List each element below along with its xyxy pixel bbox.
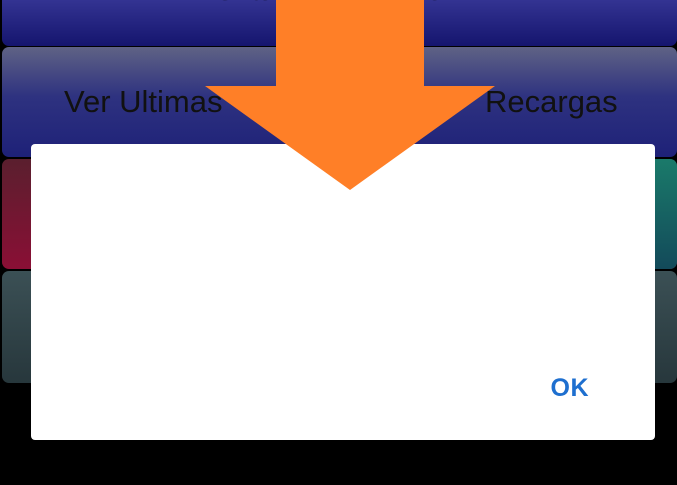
ventas-button-label: Ventas Realizacion (197, 0, 461, 8)
ventas-button[interactable]: Ventas Realizacion (2, 0, 677, 46)
ver-ultimas-recargas-button[interactable]: Ver Ultimas Recargas (2, 47, 677, 157)
recargas-label: Recargas (485, 84, 618, 119)
ver-ultimas-label: Ver Ultimas (64, 84, 223, 119)
alert-dialog: OK (31, 144, 655, 440)
ok-button[interactable]: OK (541, 370, 600, 407)
